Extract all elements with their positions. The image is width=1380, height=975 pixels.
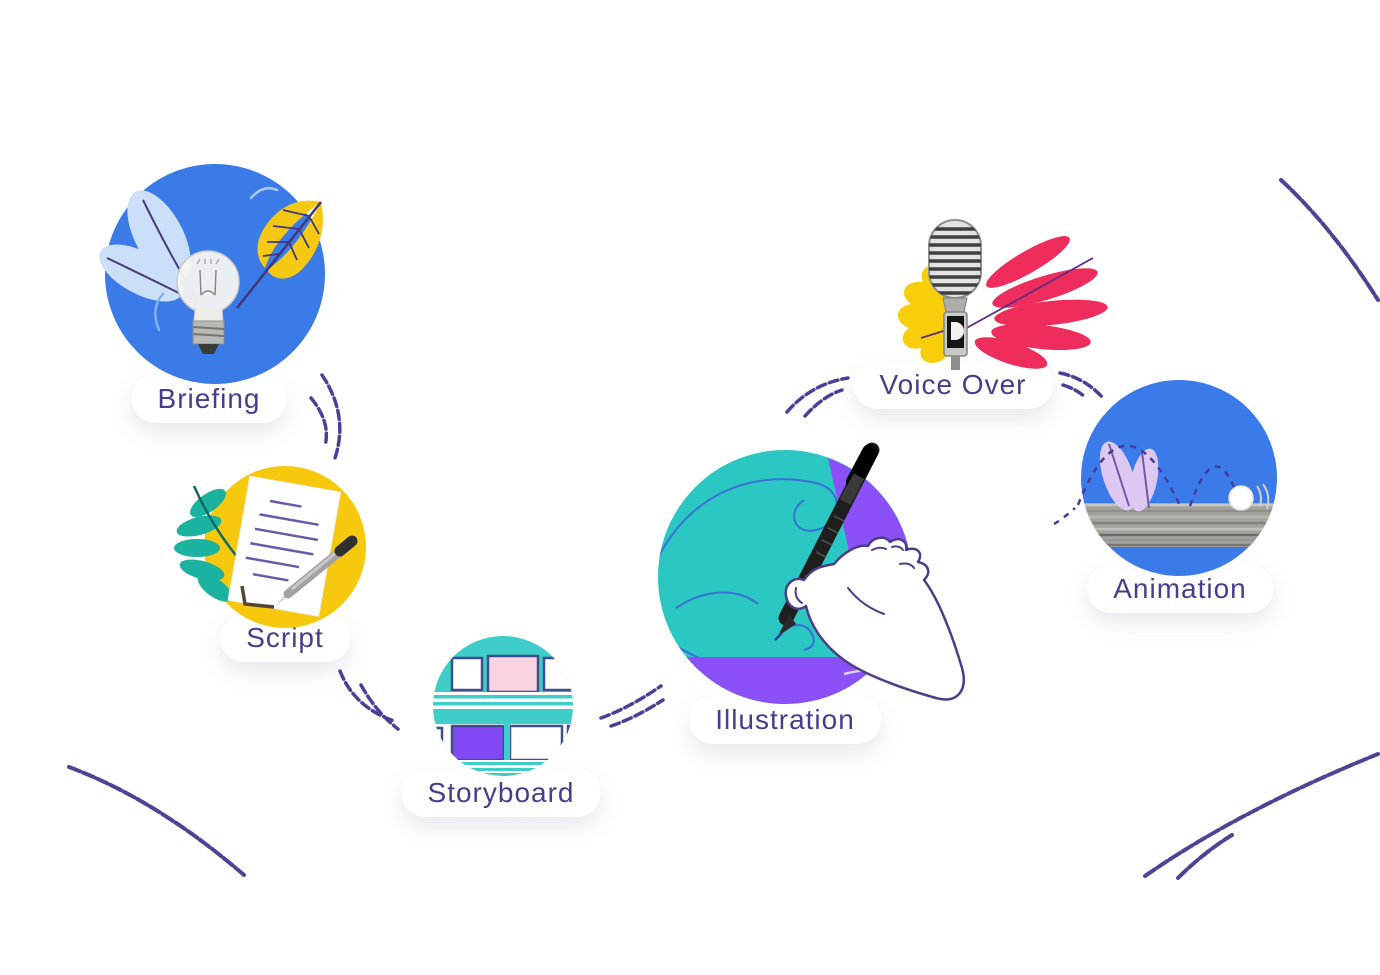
connector-arc-script-storyboard [338, 669, 400, 731]
connector-arc-storyboard-illustration [599, 684, 665, 728]
hand-drawing-pen-icon [658, 442, 965, 704]
connector-arc-illustration-voiceover [785, 376, 850, 418]
lightbulb-idea-icon [99, 164, 325, 384]
connector-arc-voiceover-animation [1058, 371, 1105, 400]
flourish-line-top-right [1279, 178, 1380, 302]
flourish-line-bottom-right [1143, 752, 1380, 880]
flourish-line-bottom-left [67, 765, 246, 877]
step-label-storyboard: Storyboard [401, 769, 601, 817]
script-paper-pen-icon [174, 466, 366, 628]
connector-arc-briefing-script [309, 373, 342, 460]
storyboard-panels-icon [433, 636, 573, 776]
step-label-illustration: Illustration [689, 696, 881, 744]
retro-microphone-icon [897, 219, 1108, 370]
bouncing-ball-scene-icon [1053, 380, 1277, 576]
